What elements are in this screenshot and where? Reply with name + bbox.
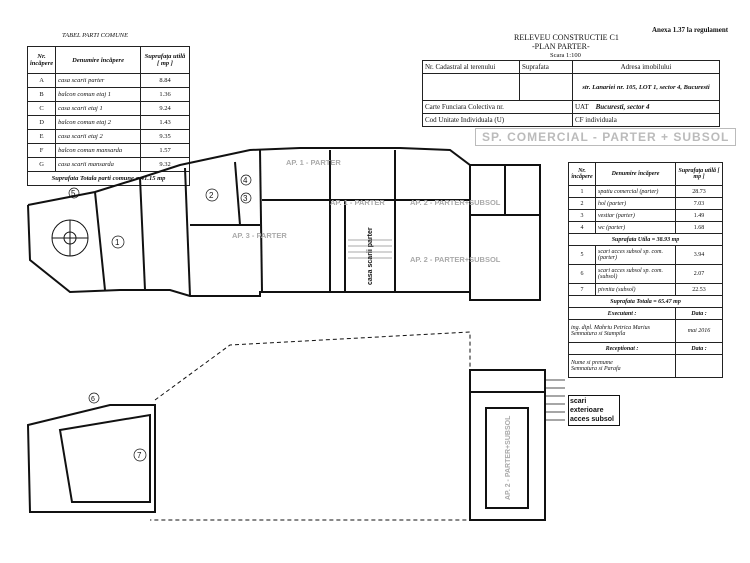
page-subtitle: -PLAN PARTER- — [532, 42, 590, 51]
col-header-name: Denumire încăpere — [55, 46, 141, 74]
wall — [184, 167, 191, 297]
ap2b-label: AP. 2 - PARTER+SUBSOL — [410, 255, 501, 264]
col-header-area: Suprafaţa utilă [ mp ] — [140, 46, 190, 74]
cadastral-table: Nr. Cadastral al terenului Suprafata Adr… — [422, 60, 720, 127]
col-header-nr: Nr. încăpere — [26, 46, 57, 74]
common-table-caption: TABEL PARTI COMUNE — [62, 32, 129, 39]
address-value: str. Lanariei nr. 105, LOT 1, sector 4, … — [572, 73, 720, 101]
exterior-stair — [545, 379, 565, 421]
unit-col-nr: Nr. încăpere — [568, 162, 596, 186]
cu-label: Cod Unitate Individuala (U) — [422, 113, 573, 127]
exterior-stair-label: scari exterioare acces subsol — [568, 395, 620, 426]
unit-table: Nr. încăpere Denumire încăpere Suprafaţa… — [568, 162, 723, 378]
ap1-label: AP. 1 - PARTER — [286, 158, 341, 167]
room-4-label: 4 — [243, 176, 248, 185]
room-6-label: 6 — [91, 396, 95, 403]
basement-room-7 — [26, 404, 156, 513]
wall — [94, 191, 106, 291]
plan-walls — [27, 147, 541, 301]
unit-col-area: Suprafaţa utilă [ mp ] — [675, 162, 723, 186]
ap2-label: AP. 2 - PARTER+SUBSOL — [410, 198, 501, 207]
executant-cell: ing. dipl. Mahriu Petrica Marius Semnatu… — [568, 319, 676, 343]
room-2-label: 2 — [209, 191, 214, 200]
plan-scale: Scara 1:100 — [550, 52, 581, 59]
stair-label: casa scarii parter — [367, 227, 374, 285]
basement-outline — [150, 331, 471, 521]
unit-col-name: Denumire încăpere — [595, 162, 676, 186]
page-title: RELEVEU CONSTRUCTIE C1 — [514, 33, 619, 42]
stair-hatch — [348, 239, 392, 259]
room-7-label: 7 — [137, 451, 142, 460]
room-3-label: 3 — [243, 194, 248, 203]
ap2c-label: AP. 2 - PARTER+SUBSOL — [505, 415, 512, 500]
room-1-label: 1 — [115, 238, 120, 247]
common-parts-table: Nr. încăpere Denumire încăpere Suprafaţa… — [26, 46, 190, 186]
ap3-label: AP. 3 - PARTER — [232, 231, 287, 240]
spiral-stair — [51, 219, 89, 257]
unit-banner: SP. COMERCIAL - PARTER + SUBSOL — [475, 128, 737, 146]
receptionat-cell: Nume si prenume Semnatura si Parafa — [568, 354, 676, 378]
basement-stair-block — [469, 369, 546, 521]
wall — [234, 161, 241, 226]
room-5-label: 5 — [71, 189, 76, 198]
ap1b-label: AP. 1 - PARTER — [330, 198, 385, 207]
cf-individual: CF individuala — [572, 113, 720, 127]
wall — [259, 149, 263, 293]
outer-wall — [27, 147, 541, 301]
annex-note: Anexa 1.37 la regulament — [652, 26, 729, 34]
wall — [139, 177, 146, 291]
